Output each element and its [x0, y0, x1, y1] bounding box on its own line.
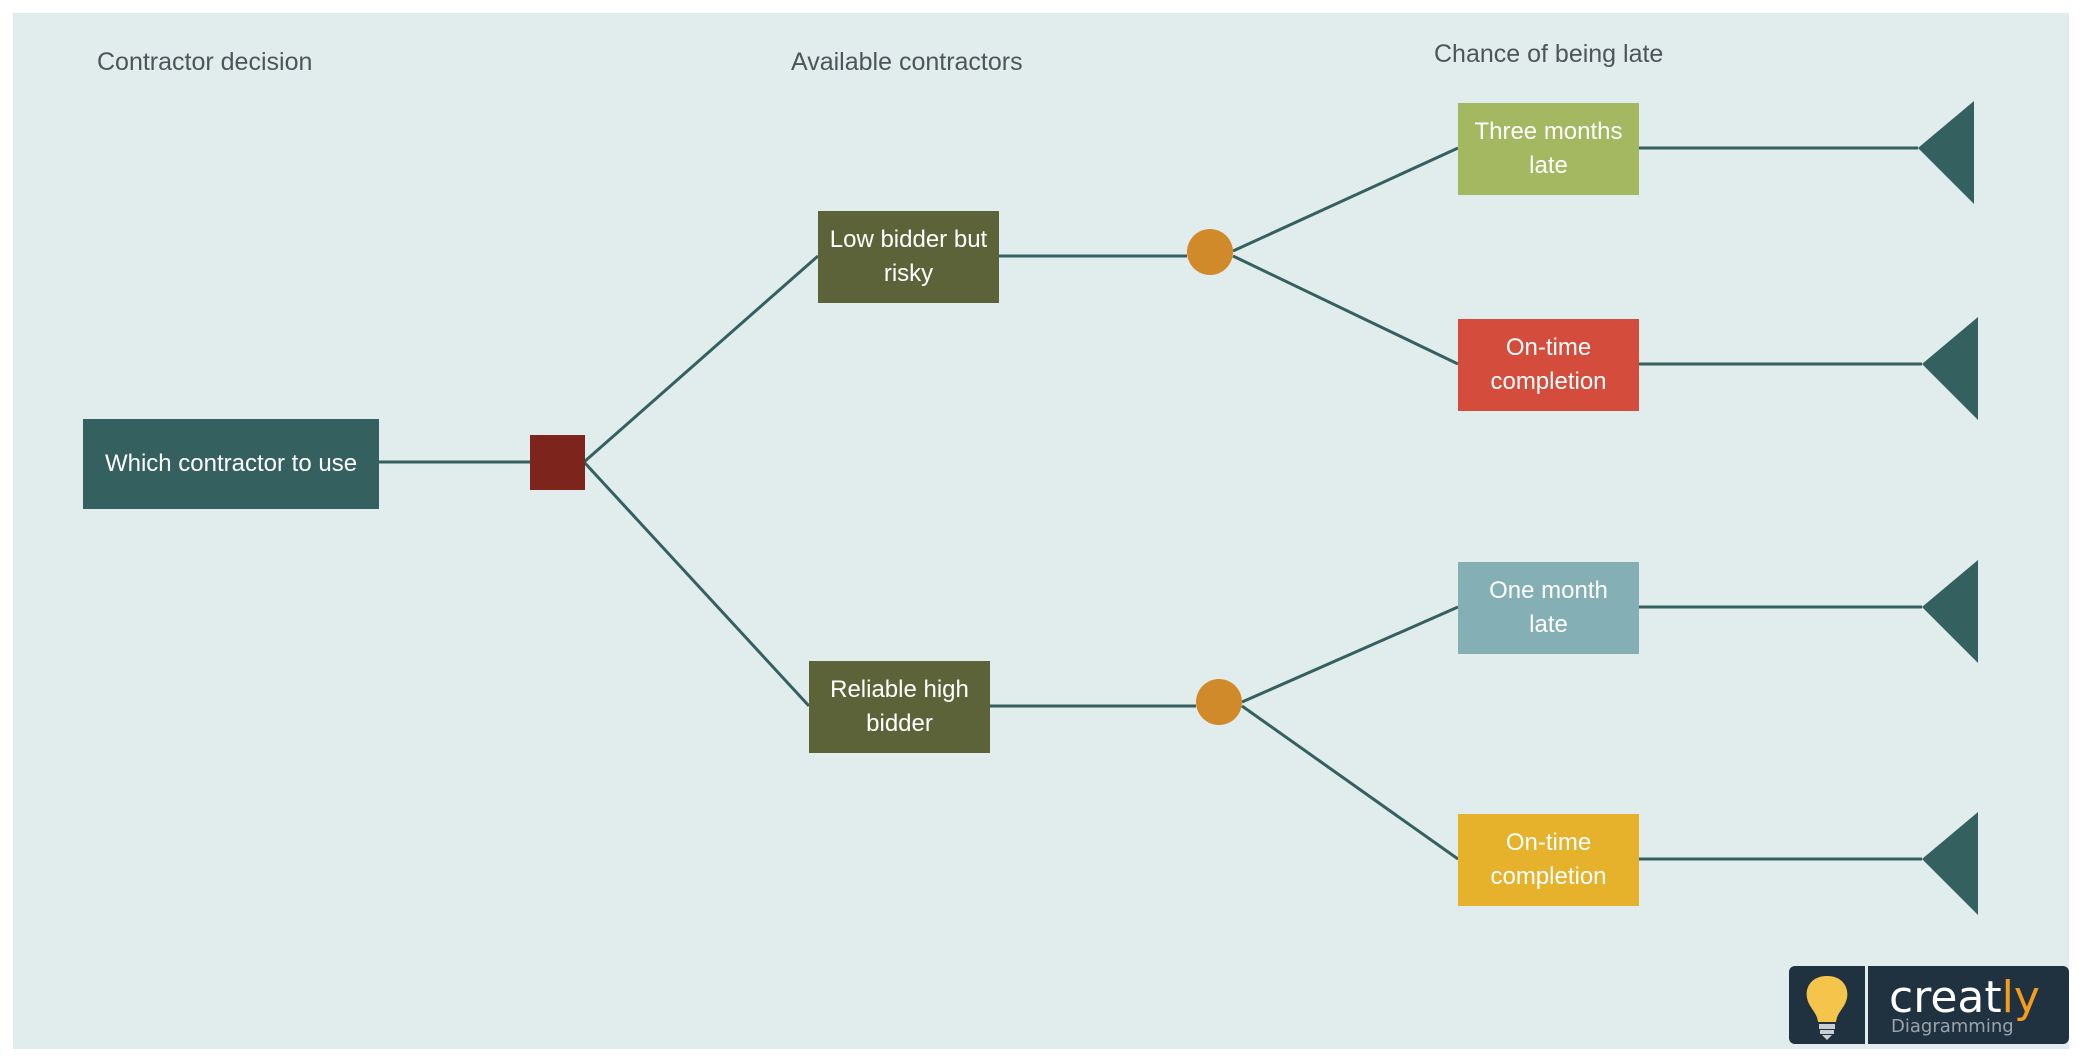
edge-chance1-ontime: [1232, 254, 1459, 366]
edge-chance2-onemonth: [1241, 605, 1459, 704]
end-node-triangle-4[interactable]: [1922, 812, 1978, 915]
header-contractor-decision: Contractor decision: [97, 48, 313, 76]
outcome-node-on-time-completion-2[interactable]: On-time completion: [1458, 814, 1639, 906]
edge-chance2-ontime: [1241, 704, 1459, 861]
header-available-contractors: Available contractors: [791, 48, 1023, 76]
chance-node-circle-bottom[interactable]: [1196, 679, 1242, 725]
root-node-which-contractor[interactable]: Which contractor to use: [83, 419, 379, 509]
logo-divider: [1865, 966, 1868, 1044]
logo-subtitle: Diagramming: [1891, 1016, 2014, 1037]
end-node-triangle-1[interactable]: [1918, 101, 1974, 204]
diagram-background: [13, 13, 2069, 1049]
chance-node-circle-top[interactable]: [1187, 229, 1233, 275]
edge-decision-low: [583, 254, 819, 464]
end-node-triangle-3[interactable]: [1922, 560, 1978, 663]
edge-decision-reliable: [582, 460, 811, 708]
logo-wordmark: creatly: [1889, 972, 2040, 1023]
outcome-node-on-time-completion-1[interactable]: On-time completion: [1458, 319, 1639, 411]
edge-chance1-three: [1232, 146, 1459, 253]
option-node-reliable-bidder[interactable]: Reliable high bidder: [809, 661, 990, 753]
end-node-triangle-2[interactable]: [1922, 317, 1978, 420]
creately-logo: creatly Diagramming: [1789, 966, 2069, 1044]
outcome-node-three-months-late[interactable]: Three months late: [1458, 103, 1639, 195]
lightbulb-icon: [1806, 976, 1848, 1040]
outcome-node-one-month-late[interactable]: One month late: [1458, 562, 1639, 654]
decision-node-square[interactable]: [530, 435, 585, 490]
option-node-low-bidder[interactable]: Low bidder but risky: [818, 211, 999, 303]
header-chance-of-being-late: Chance of being late: [1434, 40, 1664, 68]
